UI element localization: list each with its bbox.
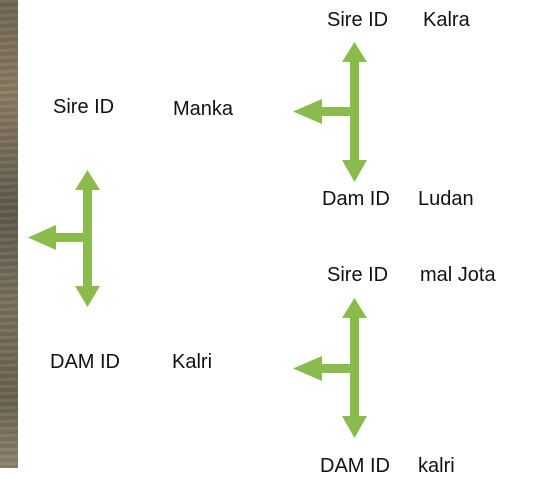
sire-dam-value: Ludan xyxy=(418,188,474,210)
background-photo-strip xyxy=(0,0,18,468)
dam-dam-value: kalri xyxy=(418,455,455,477)
animal-sire-value: Manka xyxy=(173,98,234,120)
dam-dam-key: DAM ID xyxy=(320,455,390,477)
sire-sire-key: Sire ID xyxy=(327,9,389,31)
sire-sire-value: Kalra xyxy=(423,9,470,31)
dam-sire-key: Sire ID xyxy=(327,264,389,286)
sire-dam-key: Dam ID xyxy=(322,188,390,210)
arrow-junction-animal xyxy=(28,170,100,307)
animal-dam-key: DAM ID xyxy=(50,351,120,373)
dam-sire-value: mal Jota xyxy=(420,264,496,286)
arrow-junction-dam xyxy=(293,298,367,438)
arrow-junction-sire xyxy=(293,42,367,182)
animal-dam-value: Kalri xyxy=(172,351,213,373)
animal-sire-key: Sire ID xyxy=(53,96,115,118)
